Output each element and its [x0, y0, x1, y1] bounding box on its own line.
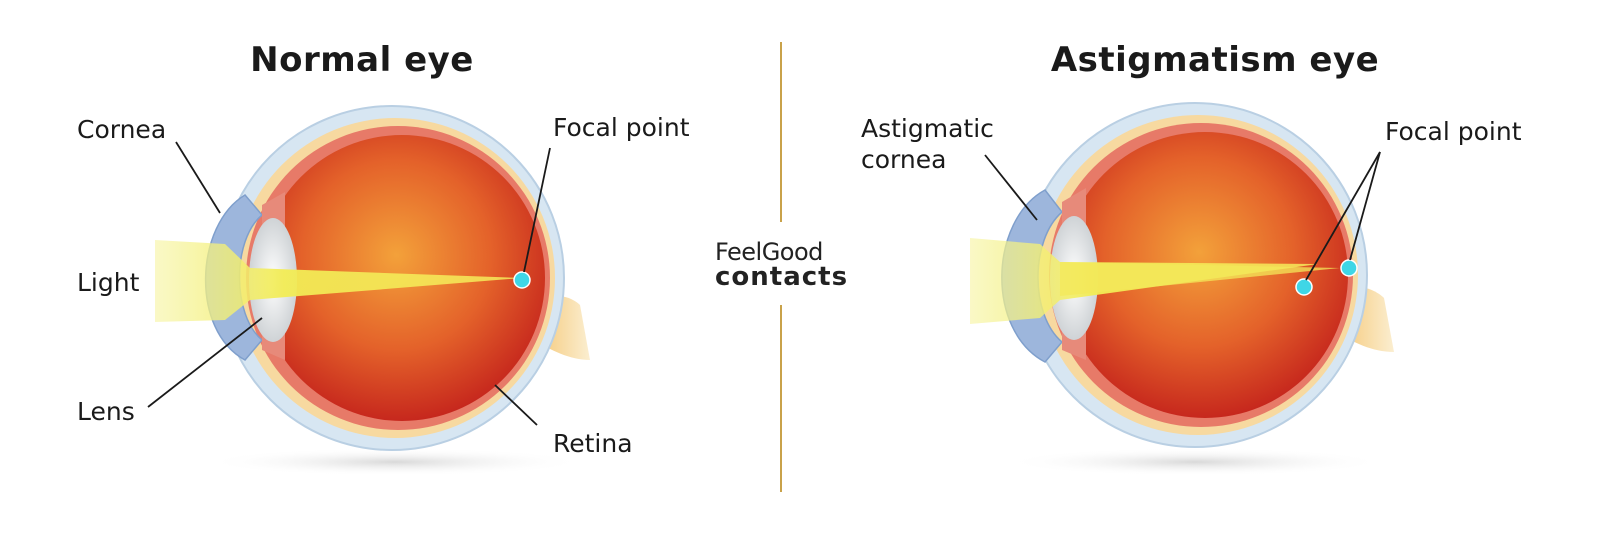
- astigmatism-eye: [970, 103, 1394, 476]
- astigmatic-cornea-label-line1: Astigmatic: [861, 113, 994, 144]
- astigmatic-cornea-label-line2: cornea: [861, 144, 994, 175]
- cornea-leader-line: [176, 142, 220, 213]
- astigmatism-eye-title: Astigmatism eye: [1051, 40, 1379, 80]
- normal-eye-title: Normal eye: [250, 40, 474, 80]
- normal-eye: [155, 106, 590, 476]
- astigmatic-cornea-label: Astigmatic cornea: [861, 113, 994, 175]
- focal-point-label: Focal point: [553, 112, 690, 143]
- feelgood-contacts-logo: FeelGood contacts: [715, 240, 855, 290]
- focal-point-dot-near: [1296, 279, 1312, 295]
- focal-point-dot-far: [1341, 260, 1357, 276]
- astigmatism-focal-point-label: Focal point: [1385, 116, 1522, 147]
- logo-line-1: FeelGood: [715, 240, 855, 264]
- lens-label: Lens: [77, 396, 135, 427]
- cornea-label: Cornea: [77, 114, 166, 145]
- retina-label: Retina: [553, 428, 633, 459]
- eye-shadow: [1005, 448, 1385, 476]
- light-label: Light: [77, 267, 139, 298]
- eye-shadow: [205, 448, 585, 476]
- focal-point-dot: [514, 272, 530, 288]
- logo-line-2: contacts: [715, 264, 855, 290]
